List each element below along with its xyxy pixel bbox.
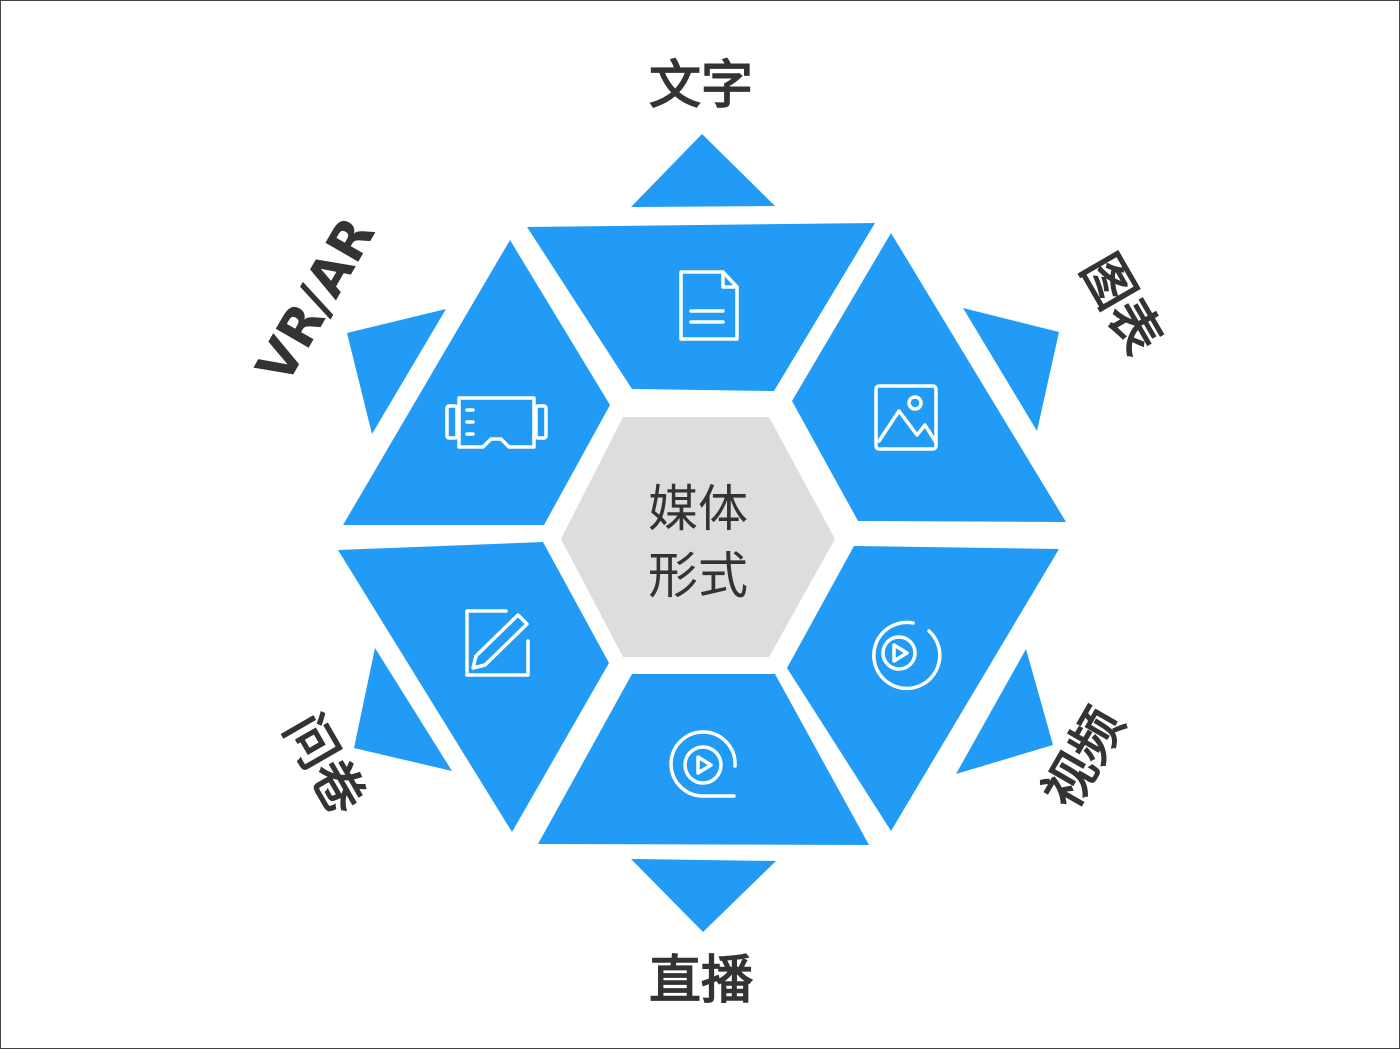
play-circle-icon xyxy=(872,620,942,691)
segment-text-trapezoid xyxy=(527,223,875,391)
segment-vrar-arrow xyxy=(347,309,446,434)
segment-video-label: 视频 xyxy=(1032,698,1136,818)
vr-headset-icon xyxy=(445,396,548,449)
segment-text-label: 文字 xyxy=(649,56,753,116)
live-play-icon xyxy=(669,730,737,798)
segment-text[interactable]: 文字 xyxy=(527,56,875,391)
segment-text-arrow xyxy=(631,134,775,207)
segment-survey[interactable]: 问卷 xyxy=(272,542,609,832)
segment-vrar-trapezoid xyxy=(343,240,610,525)
segment-video-trapezoid xyxy=(787,546,1059,831)
segment-chart-label: 图表 xyxy=(1069,244,1173,364)
center-title-line1: 媒体 xyxy=(648,480,748,538)
image-icon xyxy=(874,384,938,451)
center-title-line2: 形式 xyxy=(648,547,748,605)
segment-live-label: 直播 xyxy=(649,951,754,1011)
center-hexagon xyxy=(561,417,835,657)
segment-live-arrow xyxy=(631,859,776,932)
segment-survey-arrow xyxy=(354,648,452,771)
segment-video[interactable]: 视频 xyxy=(787,546,1136,831)
segment-live[interactable]: 直播 xyxy=(538,674,869,1011)
segment-chart[interactable]: 图表 xyxy=(792,233,1173,522)
segment-chart-arrow xyxy=(963,308,1059,431)
document-icon xyxy=(679,270,739,341)
edit-icon xyxy=(465,609,530,677)
segment-survey-trapezoid xyxy=(338,542,609,832)
segment-video-arrow xyxy=(956,649,1053,774)
segment-chart-trapezoid xyxy=(792,233,1066,522)
